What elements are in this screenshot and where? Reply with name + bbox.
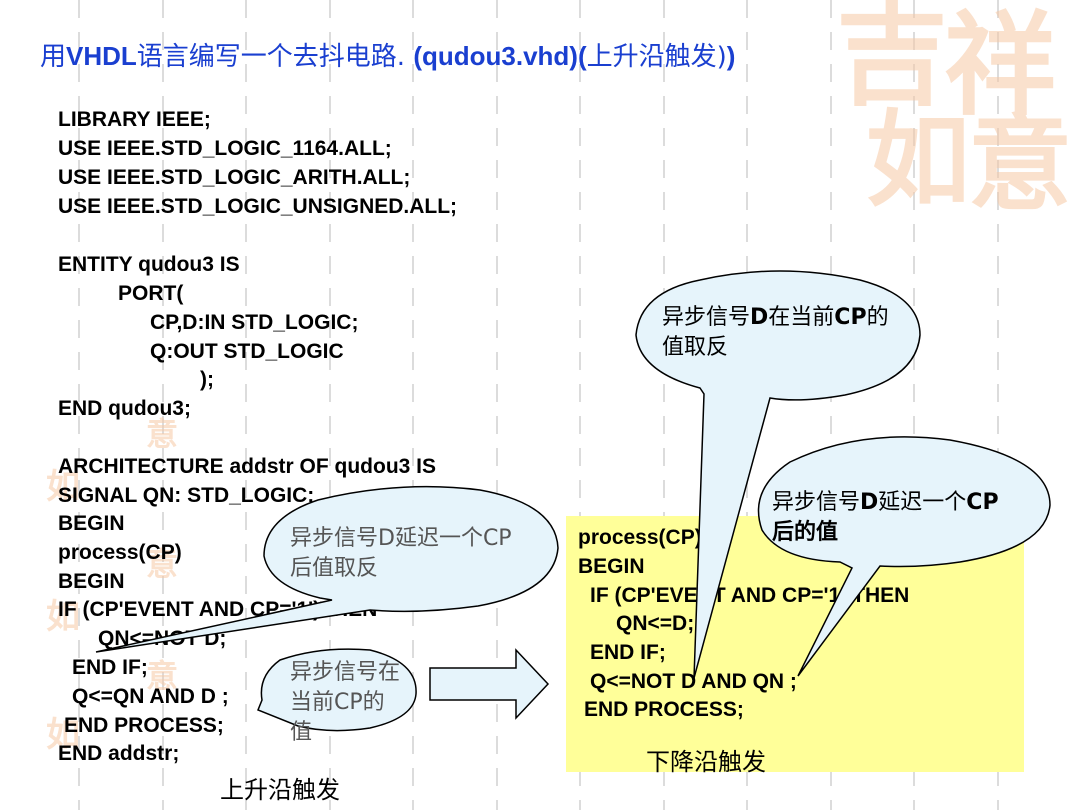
code-right-if: IF (CP'EVENT AND CP='1')THEN xyxy=(590,584,910,607)
code-right-qn-assign: QN<=D; xyxy=(616,612,695,635)
caption-falling-edge: 下降沿触发 xyxy=(646,748,766,776)
code-line-port-q: Q:OUT STD_LOGIC xyxy=(150,340,344,363)
code-right-end-if: END IF; xyxy=(590,641,666,664)
callout-mid-right-text: 异步信号D延迟一个CP 后的值 xyxy=(772,490,999,545)
watermark-char-2: 祥 xyxy=(944,0,1056,131)
code-line-end-arch: END addstr; xyxy=(58,742,180,765)
watermark-mark-mid-3: 意 xyxy=(146,657,179,695)
title-vhdl: VHDL xyxy=(66,41,137,71)
watermark-mark-mid-1: 意 xyxy=(146,415,179,453)
title-middle: 语言编写一个去抖电路. xyxy=(136,42,414,72)
code-line-begin-process: BEGIN xyxy=(58,570,125,593)
title-close-paren: ) xyxy=(726,41,736,71)
title-filename: (qudou3.vhd)( xyxy=(413,41,587,71)
code-line-use-unsigned: USE IEEE.STD_LOGIC_UNSIGNED.ALL; xyxy=(58,195,458,218)
code-right-q-assign: Q<=NOT D AND QN ; xyxy=(590,670,797,693)
callout-mid-right-shape xyxy=(757,436,1051,677)
right-arrow-shape xyxy=(429,648,550,720)
callout-mid-left-shape xyxy=(95,485,559,653)
caption-rising-edge: 上升沿触发 xyxy=(220,776,340,804)
watermark-mark-left-1: 如 xyxy=(46,467,80,507)
code-line-begin-arch: BEGIN xyxy=(58,512,125,535)
title-suffix: 上升沿触发) xyxy=(586,42,727,72)
title-prefix: 用 xyxy=(40,42,67,72)
code-line-process: process(CP) xyxy=(58,541,182,564)
code-line-end-entity: END qudou3; xyxy=(58,397,191,420)
code-line-signal: SIGNAL QN: STD_LOGIC; xyxy=(58,484,315,507)
code-line-q-assign: Q<=QN AND D ; xyxy=(72,685,229,708)
code-right-process: process(CP) xyxy=(578,526,702,549)
code-line-port: PORT( xyxy=(118,282,184,305)
code-right-begin: BEGIN xyxy=(578,555,645,578)
code-line-end-if: END IF; xyxy=(72,656,148,679)
code-line-library: LIBRARY IEEE; xyxy=(58,108,211,131)
slide-title: 用VHDL语言编写一个去抖电路. (qudou3.vhd)(上升沿触发)) xyxy=(40,36,735,73)
code-line-port-close: ); xyxy=(200,368,214,391)
watermark-mark-left-3: 如 xyxy=(46,715,80,755)
code-line-use-1164: USE IEEE.STD_LOGIC_1164.ALL; xyxy=(58,137,392,160)
code-line-use-arith: USE IEEE.STD_LOGIC_ARITH.ALL; xyxy=(58,166,411,189)
watermark-seal: 吉 祥 如 意 xyxy=(836,0,1080,230)
watermark-mark-left-2: 如 xyxy=(46,597,80,637)
watermark-char-3: 如 xyxy=(866,98,971,221)
code-line-architecture: ARCHITECTURE addstr OF qudou3 IS xyxy=(58,455,436,478)
callout-top-right-text: 异步信号D在当前CP的 值取反 xyxy=(662,305,889,360)
watermark-mark-mid-2: 意 xyxy=(146,545,179,583)
code-line-end-process: END PROCESS; xyxy=(64,714,224,737)
callout-low-left-text: 异步信号在 当前CP的 值 xyxy=(290,660,401,745)
callout-top-right-shape xyxy=(635,270,921,679)
code-right-end-process: END PROCESS; xyxy=(584,698,744,721)
code-line-entity: ENTITY qudou3 IS xyxy=(58,253,240,276)
callout-mid-left-text: 异步信号D延迟一个CP 后值取反 xyxy=(290,526,512,581)
watermark-char-4: 意 xyxy=(968,102,1073,225)
watermark-char-1: 吉 xyxy=(836,0,948,121)
callout-low-left-shape xyxy=(257,648,417,732)
code-line-port-cp-d: CP,D:IN STD_LOGIC; xyxy=(150,311,359,334)
